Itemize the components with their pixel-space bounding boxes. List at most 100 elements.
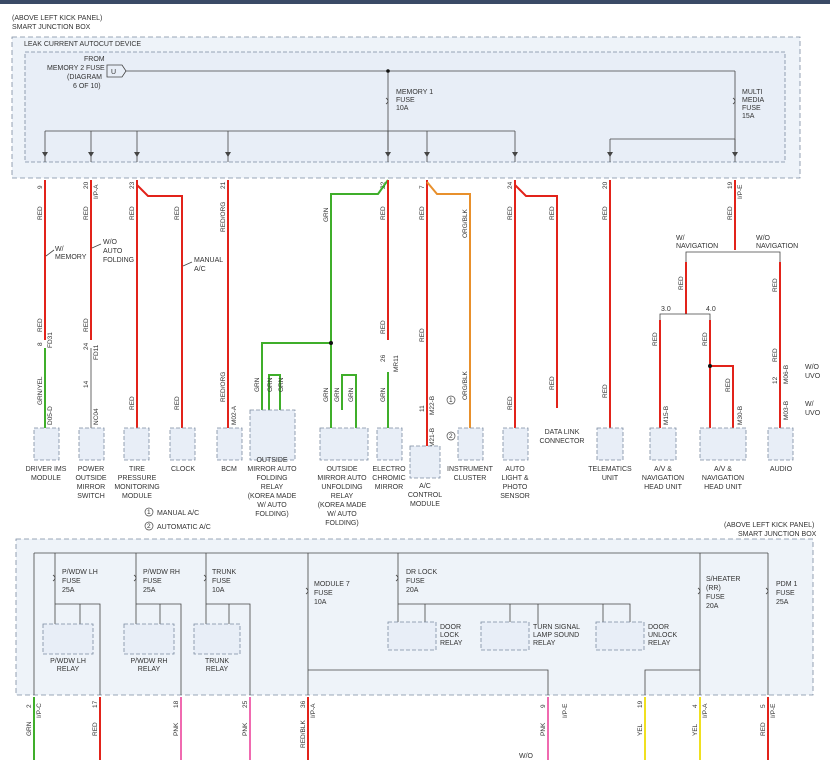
mid-p12: 12 bbox=[772, 376, 779, 384]
svg-text:GRN/YEL: GRN/YEL bbox=[37, 376, 44, 405]
svg-text:M21-B: M21-B bbox=[429, 428, 436, 447]
wire-grn-main bbox=[330, 179, 389, 428]
svg-text:FOLDING: FOLDING bbox=[256, 475, 287, 482]
svg-text:RED: RED bbox=[602, 206, 609, 220]
svg-text:LOCK: LOCK bbox=[440, 632, 459, 639]
pin-6: 7 bbox=[419, 185, 426, 189]
svg-text:RELAY: RELAY bbox=[648, 640, 671, 647]
component-pin-codes: D05-D NC04 M02-A M22-B M21-B M15-B M30-B… bbox=[47, 365, 790, 447]
note-wo-nav-1: W/O bbox=[756, 235, 771, 242]
svg-text:CHROMIC: CHROMIC bbox=[372, 475, 405, 482]
bottom-relay-labels: P/WDW LH RELAY P/WDW RH RELAY TRUNK RELA… bbox=[50, 624, 677, 673]
note-wo-auto-1: W/O bbox=[103, 239, 118, 246]
svg-text:ELECTRO: ELECTRO bbox=[372, 466, 406, 473]
legend-t2: AUTOMATIC A/C bbox=[157, 524, 211, 531]
svg-text:10A: 10A bbox=[314, 599, 327, 606]
svg-text:5: 5 bbox=[760, 704, 767, 708]
from-conn-label: U bbox=[111, 69, 116, 76]
svg-text:GRN: GRN bbox=[267, 377, 274, 392]
svg-text:I/P-A: I/P-A bbox=[310, 703, 317, 718]
svg-text:ORG/BLK: ORG/BLK bbox=[462, 370, 469, 400]
svg-text:CLOCK: CLOCK bbox=[171, 466, 195, 473]
svg-text:I/P-E: I/P-E bbox=[770, 703, 777, 718]
svg-text:(KOREA MADE: (KOREA MADE bbox=[248, 493, 297, 500]
svg-text:M06-B: M06-B bbox=[783, 365, 790, 384]
svg-text:2: 2 bbox=[26, 704, 33, 708]
nav-split-2 bbox=[659, 313, 711, 320]
mid-fd31: FD31 bbox=[47, 332, 54, 348]
svg-text:MIRROR: MIRROR bbox=[375, 484, 403, 491]
wire-grn-folding bbox=[261, 342, 331, 410]
svg-text:18: 18 bbox=[173, 700, 180, 708]
svg-text:D05-D: D05-D bbox=[47, 406, 54, 425]
svg-text:S/HEATER: S/HEATER bbox=[706, 576, 741, 583]
from-l2: MEMORY 2 FUSE bbox=[47, 65, 105, 72]
svg-text:LAMP SOUND: LAMP SOUND bbox=[533, 632, 579, 639]
svg-text:RELAY: RELAY bbox=[440, 640, 463, 647]
top-panel-line1: (ABOVE LEFT KICK PANEL) bbox=[12, 15, 102, 22]
svg-text:RED: RED bbox=[174, 396, 181, 410]
svg-text:HEAD UNIT: HEAD UNIT bbox=[644, 484, 682, 491]
ac-legend-num-2: 2 bbox=[449, 433, 453, 440]
svg-text:GRN: GRN bbox=[26, 721, 33, 736]
legend-n1: 1 bbox=[147, 509, 151, 516]
mm-l4: 15A bbox=[742, 113, 755, 120]
svg-text:SENSOR: SENSOR bbox=[500, 493, 530, 500]
from-l4: 6 OF 10) bbox=[73, 83, 101, 90]
mem1-l2: FUSE bbox=[396, 97, 415, 104]
svg-text:ORG/BLK: ORG/BLK bbox=[462, 208, 469, 238]
mid-fd11-pin: 24 bbox=[83, 342, 90, 350]
svg-text:RED/BLK: RED/BLK bbox=[300, 720, 307, 748]
from-connector bbox=[106, 64, 127, 78]
svg-text:20A: 20A bbox=[406, 587, 419, 594]
svg-text:GRN: GRN bbox=[254, 377, 261, 392]
svg-text:M03-B: M03-B bbox=[783, 401, 790, 420]
mid-fd31-pin: 8 bbox=[37, 342, 44, 346]
svg-text:HEAD UNIT: HEAD UNIT bbox=[704, 484, 742, 491]
wire-cluster-orgblk bbox=[426, 181, 471, 428]
device-label: LEAK CURRENT AUTOCUT DEVICE bbox=[24, 41, 141, 48]
nav-split bbox=[685, 251, 781, 262]
conn-ipa-1: I/P-A bbox=[93, 184, 100, 199]
svg-text:A/C: A/C bbox=[419, 483, 431, 490]
svg-text:TRUNK: TRUNK bbox=[212, 569, 236, 576]
svg-text:RED: RED bbox=[380, 206, 387, 220]
svg-text:UNLOCK: UNLOCK bbox=[648, 632, 678, 639]
svg-text:RED: RED bbox=[549, 376, 556, 390]
svg-text:P/WDW RH: P/WDW RH bbox=[143, 569, 180, 576]
junction-grn bbox=[329, 341, 333, 345]
svg-text:RELAY: RELAY bbox=[206, 666, 229, 673]
svg-text:CLUSTER: CLUSTER bbox=[454, 475, 487, 482]
note-manual-ac-2: A/C bbox=[194, 266, 206, 273]
svg-text:CONTROL: CONTROL bbox=[408, 492, 442, 499]
note-w-uvo-1: W/ bbox=[805, 401, 814, 408]
wire-dlc-red bbox=[514, 184, 558, 408]
svg-text:P/WDW LH: P/WDW LH bbox=[62, 569, 98, 576]
svg-text:FUSE: FUSE bbox=[62, 578, 81, 585]
note-w-memory-1: W/ bbox=[55, 246, 64, 253]
smart-junction-box-bottom bbox=[15, 538, 814, 696]
note-wo-nav-2: NAVIGATION bbox=[756, 243, 798, 250]
svg-text:AUTO: AUTO bbox=[505, 466, 525, 473]
svg-text:GRN: GRN bbox=[323, 207, 330, 222]
svg-text:MODULE: MODULE bbox=[31, 475, 61, 482]
pin-2: 20 bbox=[83, 181, 90, 189]
svg-text:GRN: GRN bbox=[334, 387, 341, 402]
note-wo-auto-3: FOLDING bbox=[103, 257, 134, 264]
legend-circle-1 bbox=[144, 507, 154, 517]
mid-fd11: FD11 bbox=[93, 344, 100, 360]
svg-text:PDM 1: PDM 1 bbox=[776, 581, 798, 588]
mid-mr11: MR11 bbox=[393, 355, 400, 372]
note-wo-uvo-2: UVO bbox=[805, 373, 821, 380]
svg-text:RED: RED bbox=[129, 206, 136, 220]
svg-text:NAVIGATION: NAVIGATION bbox=[702, 475, 744, 482]
wire-grn-folding-loop bbox=[268, 374, 281, 410]
wire-nav40-branch bbox=[710, 365, 734, 428]
svg-text:RED: RED bbox=[678, 276, 685, 290]
svg-text:FUSE: FUSE bbox=[776, 590, 795, 597]
svg-text:RED: RED bbox=[602, 384, 609, 398]
svg-text:FUSE: FUSE bbox=[314, 590, 333, 597]
svg-text:RED: RED bbox=[507, 206, 514, 220]
ac-legend-num-1: 1 bbox=[449, 397, 453, 404]
svg-text:M22-B: M22-B bbox=[429, 396, 436, 415]
